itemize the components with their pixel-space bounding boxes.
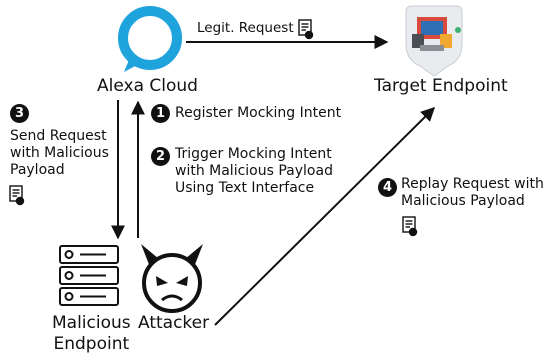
step-2-badge: 2 xyxy=(151,147,170,166)
attacker-label: Attacker xyxy=(138,313,210,333)
arrow-replay-request xyxy=(214,107,435,326)
target-endpoint-label: Target Endpoint xyxy=(374,76,508,96)
legit-request-label: Legit. Request xyxy=(197,20,294,36)
certificate-icon xyxy=(402,216,418,237)
malicious-endpoint-label: Malicious Endpoint xyxy=(52,313,131,354)
step-2-label: Trigger Mocking Intent with Malicious Pa… xyxy=(175,146,333,196)
certificate-icon xyxy=(298,19,314,40)
alexa-cloud-label: Alexa Cloud xyxy=(97,76,198,96)
step-1-label: Register Mocking Intent xyxy=(175,105,342,121)
server-icon xyxy=(59,245,119,306)
step-1-badge: 1 xyxy=(151,104,170,123)
step-4-label: Replay Request with Malicious Payload xyxy=(401,176,544,209)
step-3-badge: 3 xyxy=(10,104,29,123)
step-3-label: Send Request with Malicious Payload xyxy=(10,128,109,178)
certificate-icon xyxy=(9,185,25,206)
target-device-icon xyxy=(405,5,463,77)
step-4-badge: 4 xyxy=(378,178,397,197)
alexa-ring-icon xyxy=(118,6,182,72)
devil-face-icon xyxy=(141,244,203,313)
